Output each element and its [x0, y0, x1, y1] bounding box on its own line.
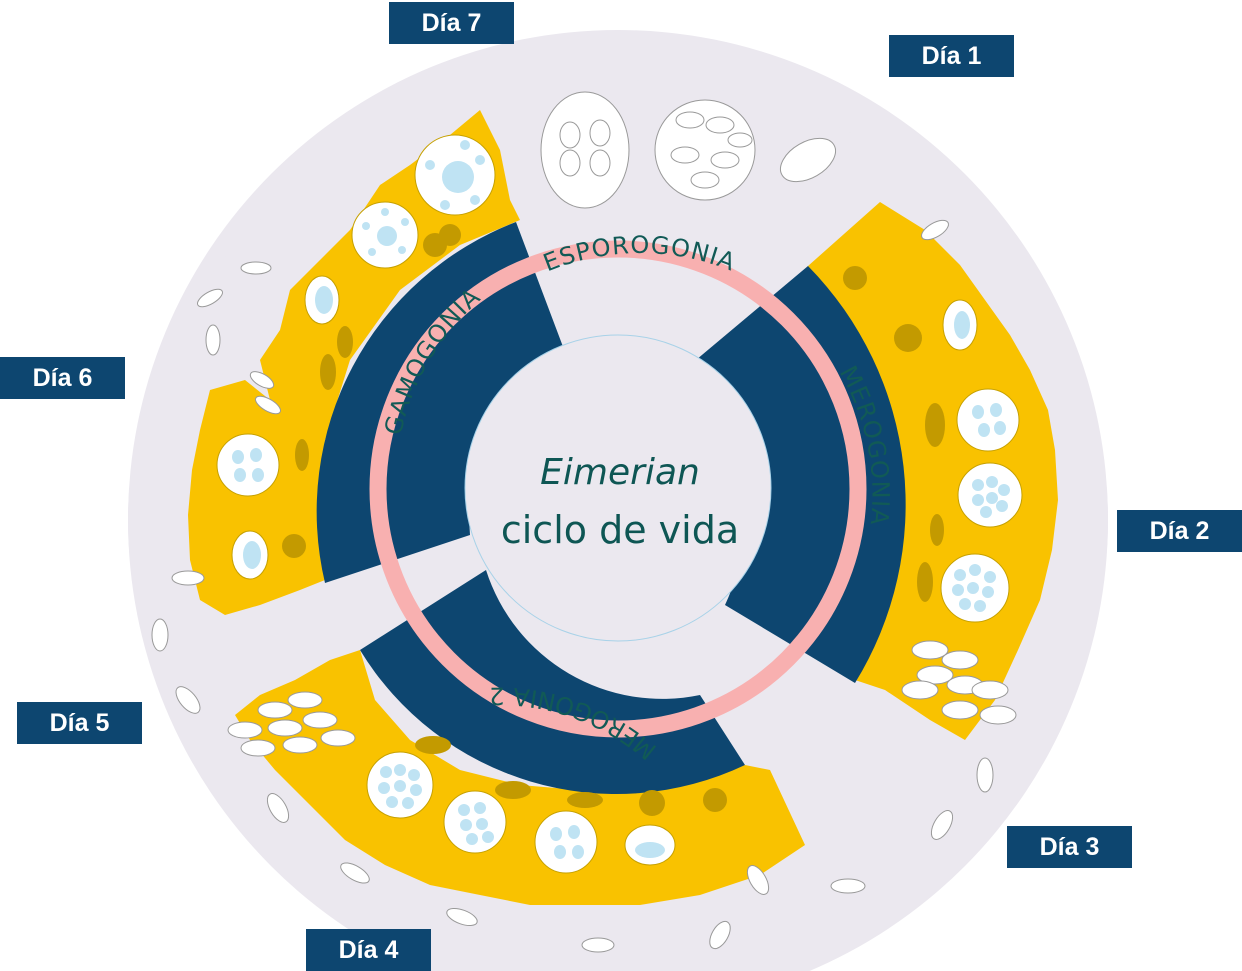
cell-schizont [940, 553, 1010, 623]
sporulated-oocyst [654, 99, 756, 201]
day-label-1: Día 1 [889, 35, 1014, 77]
diagram-title-italic: Eimerian [540, 452, 700, 493]
dark-nucleus [320, 354, 336, 390]
dark-nucleus [337, 326, 353, 358]
free-zoites [151, 219, 994, 953]
inner-disc [464, 334, 772, 642]
cell-schizont [534, 810, 598, 874]
dark-nucleus [917, 562, 933, 602]
dark-nucleus [639, 790, 665, 816]
day-label-3: Día 3 [1007, 826, 1132, 868]
dark-nucleus [894, 324, 922, 352]
cell-schizont [216, 433, 280, 497]
dark-nucleus [415, 736, 451, 754]
dark-nucleus [439, 224, 461, 246]
cell-macrogamete [351, 201, 419, 269]
dark-nucleus [843, 266, 867, 290]
cell-schizont [957, 462, 1023, 528]
unsporulated-oocyst [540, 91, 630, 209]
day-label-4: Día 4 [306, 929, 431, 971]
day-label-7: Día 7 [389, 2, 514, 44]
oocysts [540, 91, 836, 209]
dark-nucleus [282, 534, 306, 558]
day-label-5: Día 5 [17, 702, 142, 744]
cell-gamont [304, 275, 340, 325]
dark-nucleus [930, 514, 944, 546]
merozoite-cluster [901, 640, 1017, 725]
band-merogonia [690, 266, 906, 683]
cell-schizont [942, 299, 978, 351]
dark-nucleus [295, 439, 309, 471]
cell-schizont [443, 790, 507, 854]
host-cells [216, 134, 1023, 874]
dark-nucleus [495, 781, 531, 799]
band-merogonia2 [360, 570, 745, 795]
cell-gamont [231, 530, 269, 580]
cell-schizont [366, 751, 434, 819]
dark-nucleus [567, 792, 603, 808]
day-label-2: Día 2 [1117, 510, 1242, 552]
diagram-title-subtitle: ciclo de vida [500, 508, 740, 552]
cell-macrogamete [414, 134, 496, 216]
dark-nucleus [703, 788, 727, 812]
day-label-6: Día 6 [0, 357, 125, 399]
merozoite-cluster [227, 691, 356, 757]
dark-nucleus [925, 403, 945, 447]
phase-ring [369, 240, 867, 738]
sporozoite-pair [780, 137, 836, 183]
cell-schizont [956, 388, 1020, 452]
cell-trophozoite [624, 824, 676, 866]
